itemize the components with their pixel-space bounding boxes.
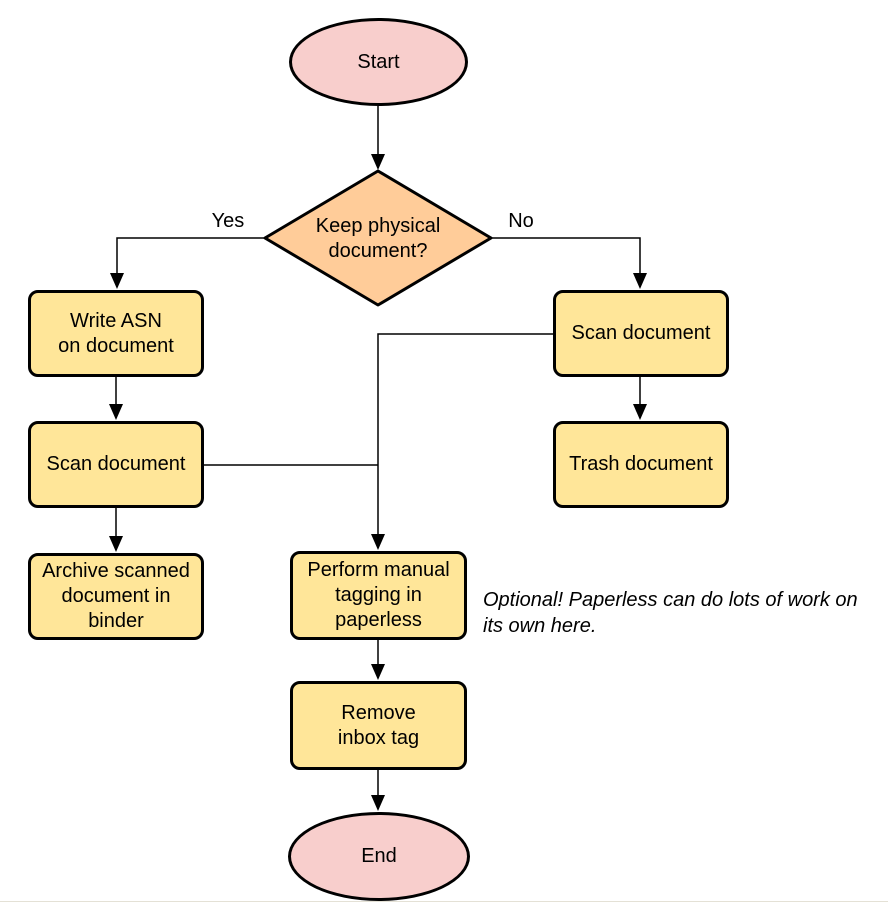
- node-scan-document-right: Scan document: [553, 290, 729, 377]
- node-remove-inbox-tag-label: Remove inbox tag: [337, 701, 420, 749]
- node-archive-in-binder-label: Archive scanned document in binder: [42, 560, 190, 632]
- node-decision-label: Keep physical document?: [315, 215, 441, 262]
- node-manual-tagging: Perform manual tagging in paperless: [290, 551, 467, 640]
- decision-diamond-shape: [263, 169, 493, 307]
- node-scan-document-left: Scan document: [28, 421, 204, 508]
- edge-label-yes: Yes: [211, 210, 245, 232]
- node-write-asn-label: Write ASN on document: [58, 309, 174, 357]
- node-trash-document: Trash document: [553, 421, 729, 508]
- node-trash-document-label: Trash document: [569, 453, 713, 475]
- node-start-label: Start: [357, 50, 400, 73]
- annotation-note: Optional! Paperless can do lots of work …: [483, 589, 858, 637]
- node-write-asn: Write ASN on document: [28, 290, 204, 377]
- edge-decision-yes-to-write-asn: [110, 237, 265, 289]
- node-end-label: End: [361, 845, 397, 867]
- node-manual-tagging-label: Perform manual tagging in paperless: [307, 559, 450, 631]
- node-archive-in-binder: Archive scanned document in binder: [28, 553, 204, 640]
- node-end: End: [288, 812, 470, 901]
- edge-label-no: No: [508, 210, 534, 232]
- node-remove-inbox-tag: Remove inbox tag: [290, 681, 467, 770]
- node-scan-document-right-label: Scan document: [571, 322, 711, 344]
- node-scan-document-left-label: Scan document: [46, 453, 186, 475]
- node-start: Start: [289, 18, 468, 106]
- page-bottom-border: [0, 901, 888, 902]
- edge-decision-no-to-scan-right: [491, 237, 647, 289]
- edge-scan-right-to-tagging: [371, 333, 553, 550]
